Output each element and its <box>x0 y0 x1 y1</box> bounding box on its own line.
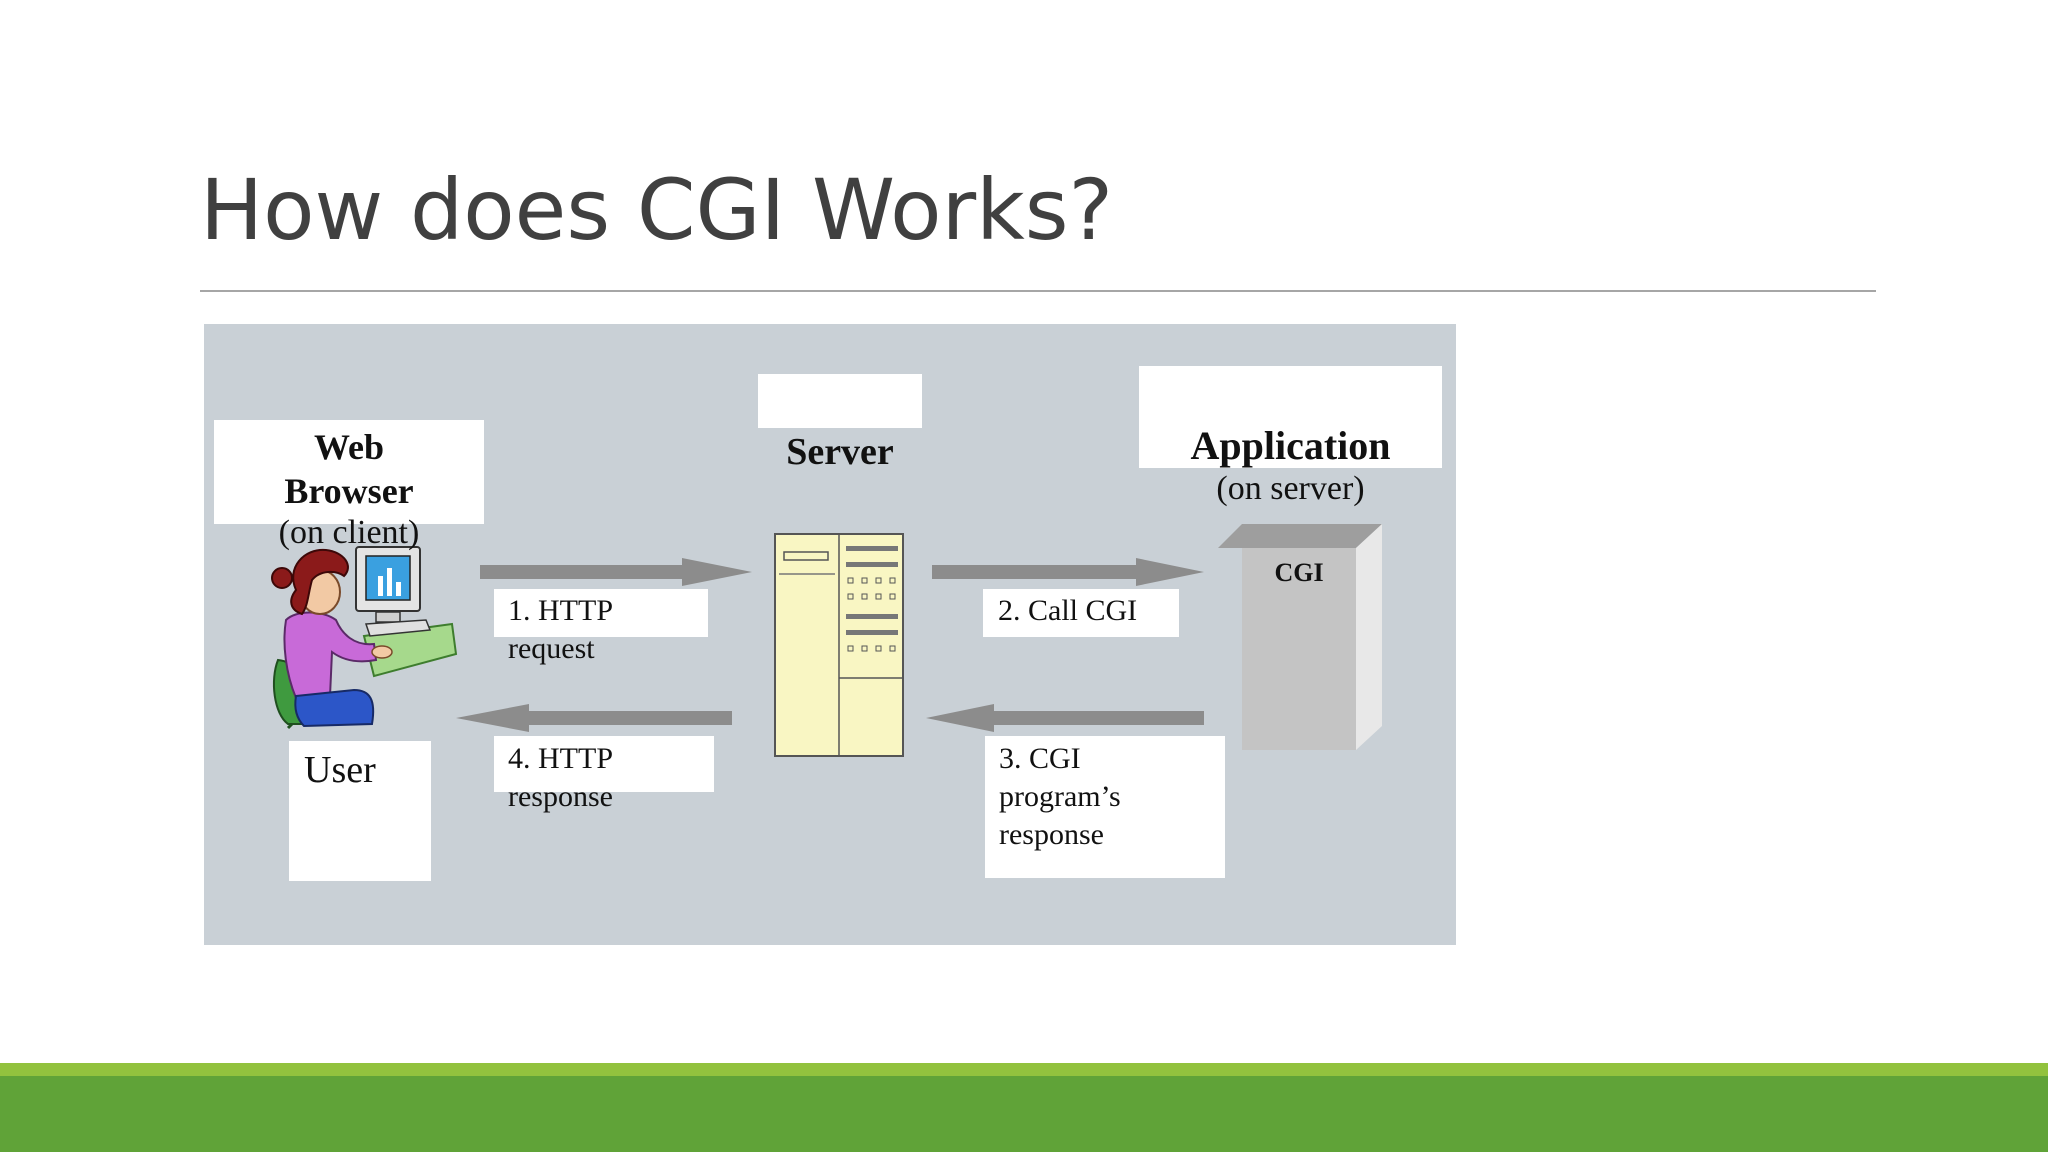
step1-line2: request <box>508 632 595 665</box>
cgi-response-arrow <box>926 704 1204 732</box>
user-label-box <box>289 741 431 881</box>
step4-line1: 4. HTTP <box>508 742 613 775</box>
step2-label-box <box>983 589 1179 637</box>
step3-line2: program’s <box>999 780 1121 813</box>
browser-title-line1: Web <box>313 427 384 467</box>
step4-line2: response <box>508 780 613 813</box>
step1-label-box <box>494 589 708 637</box>
user-at-computer-icon <box>271 546 458 730</box>
step1-line1: 1. HTTP <box>508 594 613 627</box>
browser-label-box <box>214 420 484 524</box>
application-subtitle: (on server) <box>1216 470 1365 507</box>
browser-title-line2: Browser <box>284 471 414 511</box>
footer-accent-bar <box>0 1063 2048 1076</box>
step4-label-box <box>494 736 714 792</box>
cgi-diagram: Web Browser (on client) Server Applicati… <box>204 324 1456 945</box>
server-tower-icon <box>774 533 904 757</box>
cgi-label: CGI <box>1274 558 1324 587</box>
step2-label: 2. Call CGI <box>998 594 1138 627</box>
browser-subtitle: (on client) <box>278 514 420 551</box>
step3-line1: 3. CGI <box>999 742 1081 775</box>
user-label: User <box>304 749 376 791</box>
step3-label-box <box>985 736 1225 878</box>
call-cgi-arrow <box>932 558 1204 586</box>
title-divider <box>200 290 1876 292</box>
cgi-box-icon <box>1218 524 1382 750</box>
slide-title: How does CGI Works? <box>200 161 1114 259</box>
request-arrow <box>480 558 752 586</box>
server-label-box <box>758 374 922 428</box>
server-title: Server <box>786 431 894 473</box>
http-response-arrow <box>456 704 732 732</box>
step3-line3: response <box>999 818 1104 851</box>
application-title: Application <box>1190 423 1391 468</box>
footer-bar <box>0 1076 2048 1152</box>
diagram-graphics <box>271 524 1382 757</box>
application-label-box <box>1139 366 1442 468</box>
